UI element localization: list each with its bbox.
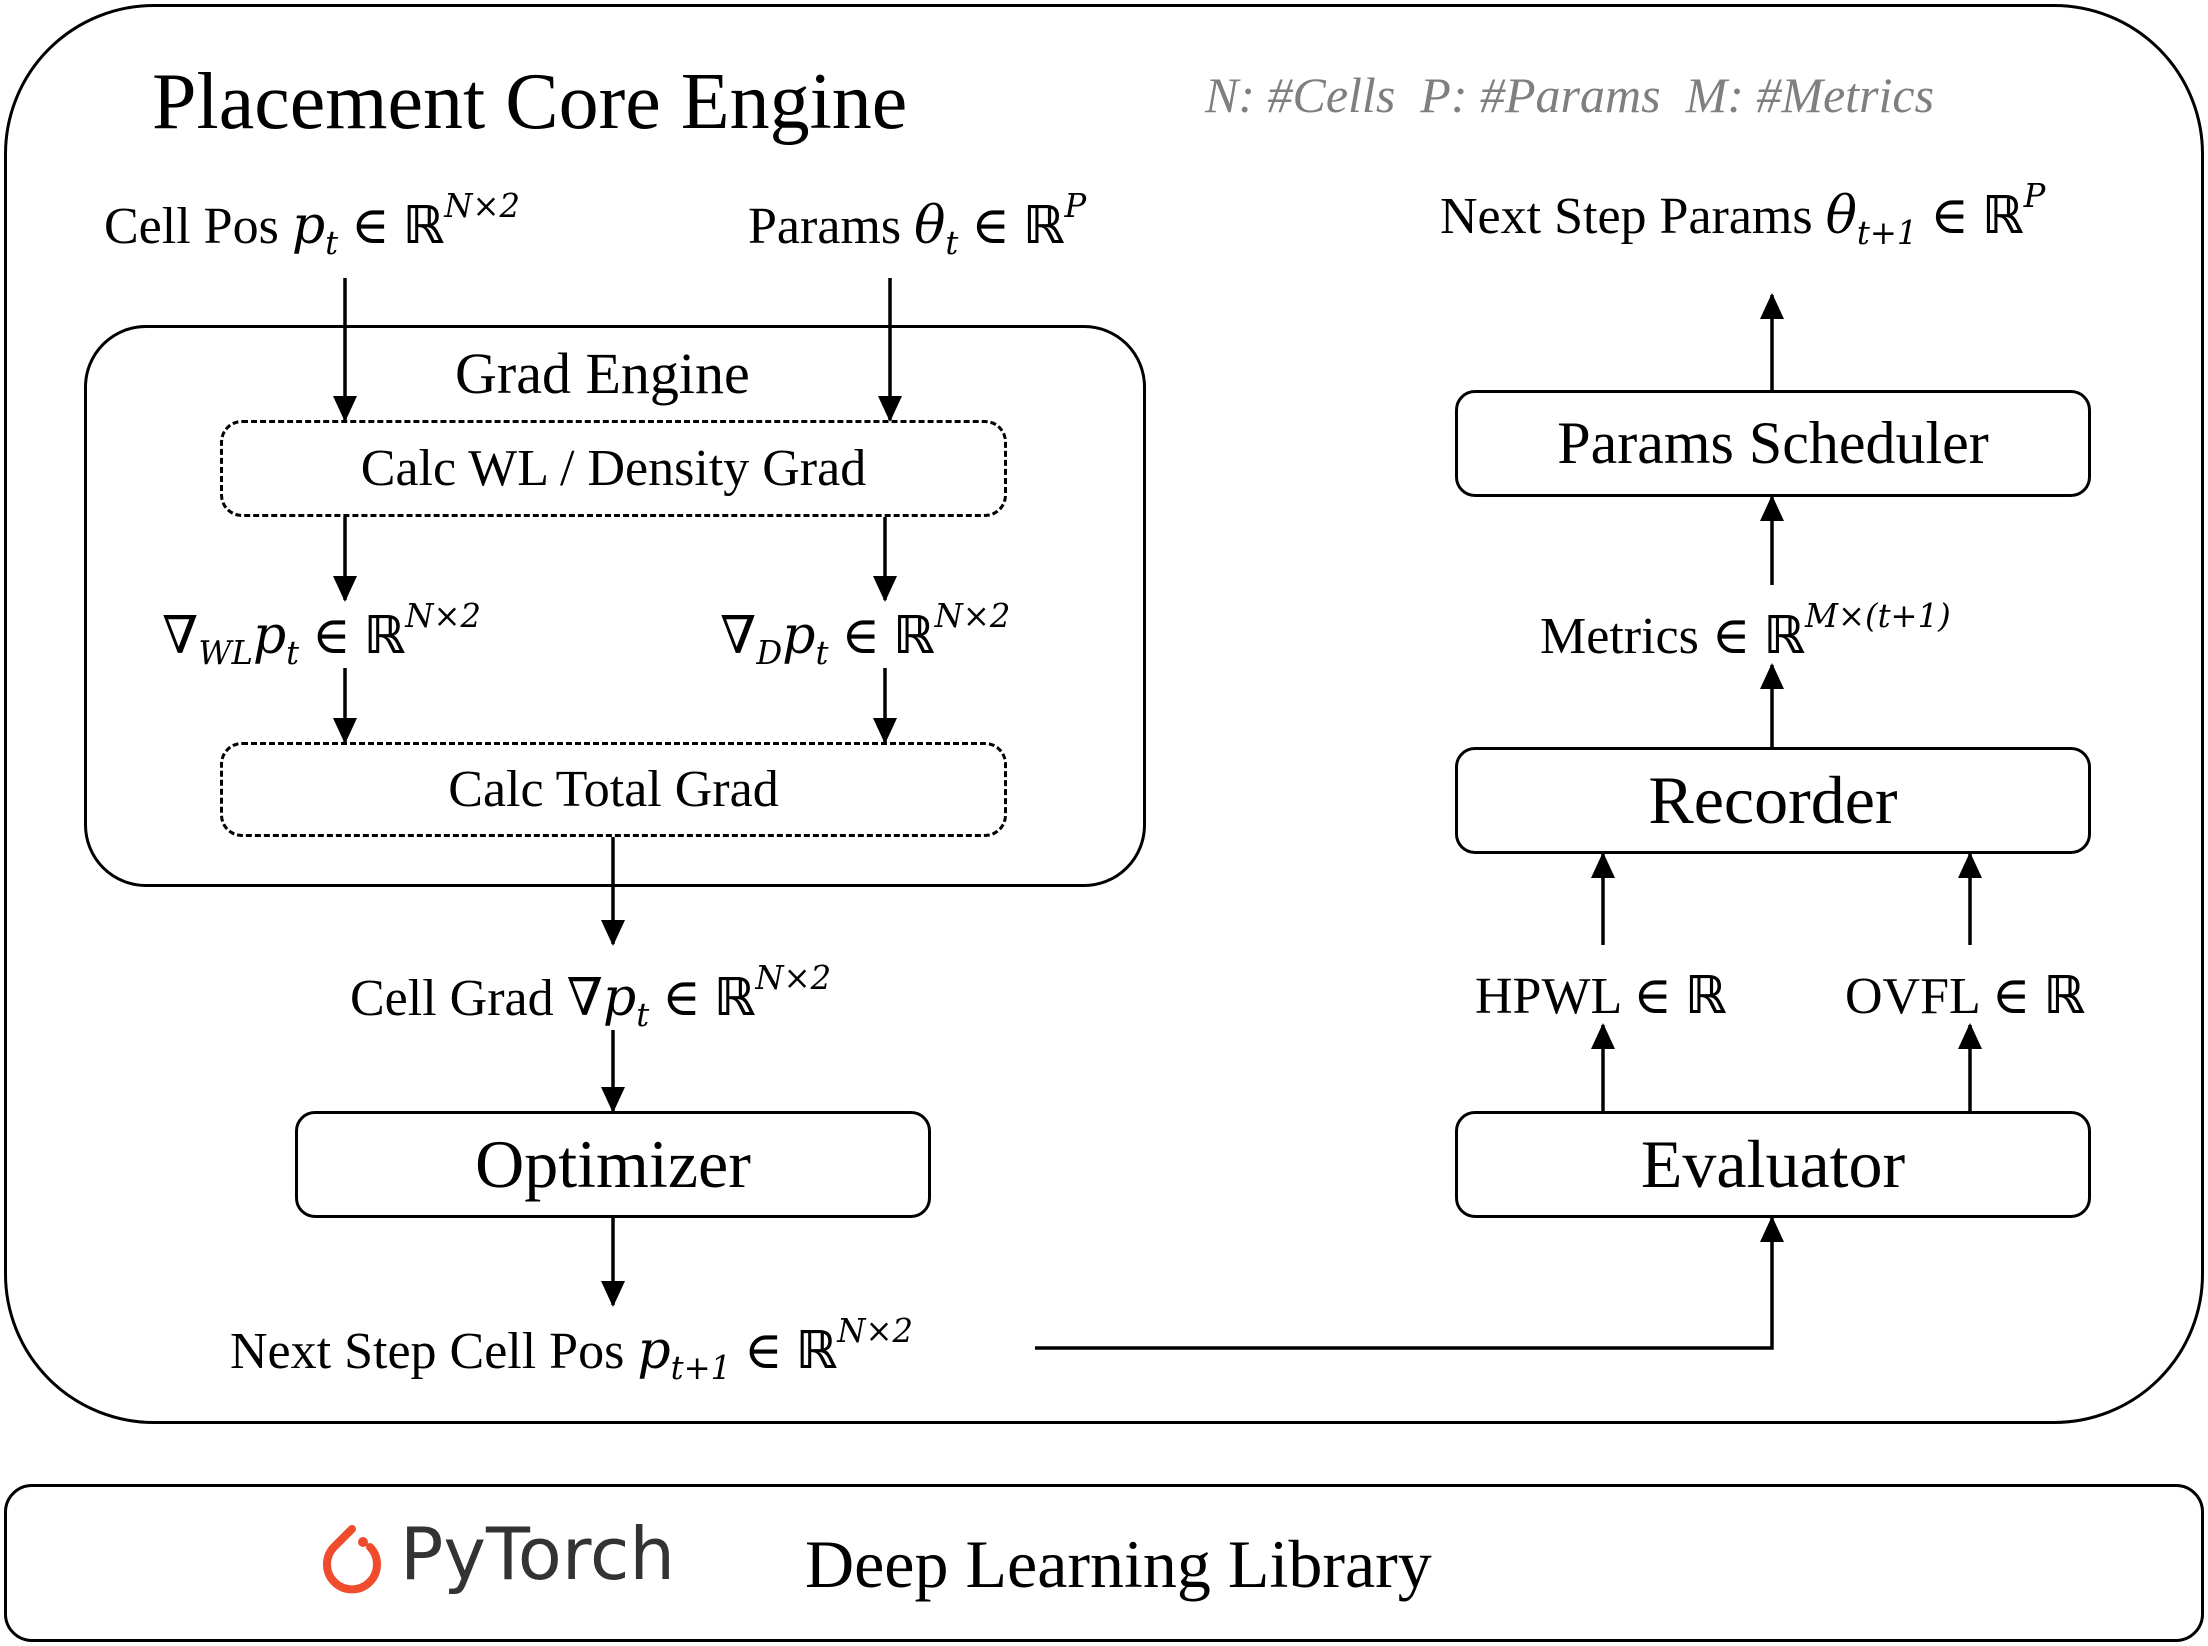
calc-total-grad-label: Calc Total Grad — [448, 761, 779, 818]
optimizer-label: Optimizer — [475, 1126, 751, 1202]
pytorch-flame-icon — [323, 1525, 381, 1594]
next-step-cell-pos-label: Next Step Cell Pos pt+1 ∈ ℝN×2 — [230, 1312, 914, 1388]
pytorch-logo-text: PyTorch — [400, 1512, 676, 1596]
library-caption: Deep Learning Library — [805, 1526, 1432, 1602]
engine-title: Placement Core Engine — [152, 58, 908, 146]
evaluator-box: Evaluator — [1455, 1111, 2091, 1218]
library-bar — [4, 1484, 2204, 1642]
arrow-next-pos-to-evaluator — [1035, 1216, 1784, 1350]
calc-wl-density-grad-label: Calc WL / Density Grad — [360, 440, 867, 497]
engine-legend: N: #Cells P: #Params M: #Metrics — [1205, 67, 1935, 123]
params-scheduler-label: Params Scheduler — [1557, 410, 1989, 476]
recorder-box: Recorder — [1455, 747, 2091, 854]
wl-grad-label: ∇WLpt ∈ ℝN×2 — [162, 597, 482, 673]
params-scheduler-box: Params Scheduler — [1455, 390, 2091, 497]
density-grad-label: ∇Dpt ∈ ℝN×2 — [720, 597, 1011, 673]
recorder-label: Recorder — [1648, 762, 1898, 838]
calc-total-grad-box: Calc Total Grad — [220, 742, 1007, 837]
hpwl-label: HPWL ∈ ℝ — [1475, 966, 1727, 1026]
calc-wl-density-grad-box: Calc WL / Density Grad — [220, 420, 1007, 517]
grad-engine-title: Grad Engine — [455, 341, 750, 406]
next-step-params-label: Next Step Params θt+1 ∈ ℝP — [1440, 177, 2046, 253]
metrics-label: Metrics ∈ ℝM×(t+1) — [1540, 597, 1951, 666]
evaluator-label: Evaluator — [1640, 1126, 1906, 1202]
cell-pos-label: Cell Pos pt ∈ ℝN×2 — [104, 187, 520, 263]
ovfl-label: OVFL ∈ ℝ — [1845, 966, 2086, 1026]
params-label: Params θt ∈ ℝP — [748, 187, 1087, 263]
cell-grad-label: Cell Grad ∇pt ∈ ℝN×2 — [350, 959, 832, 1035]
